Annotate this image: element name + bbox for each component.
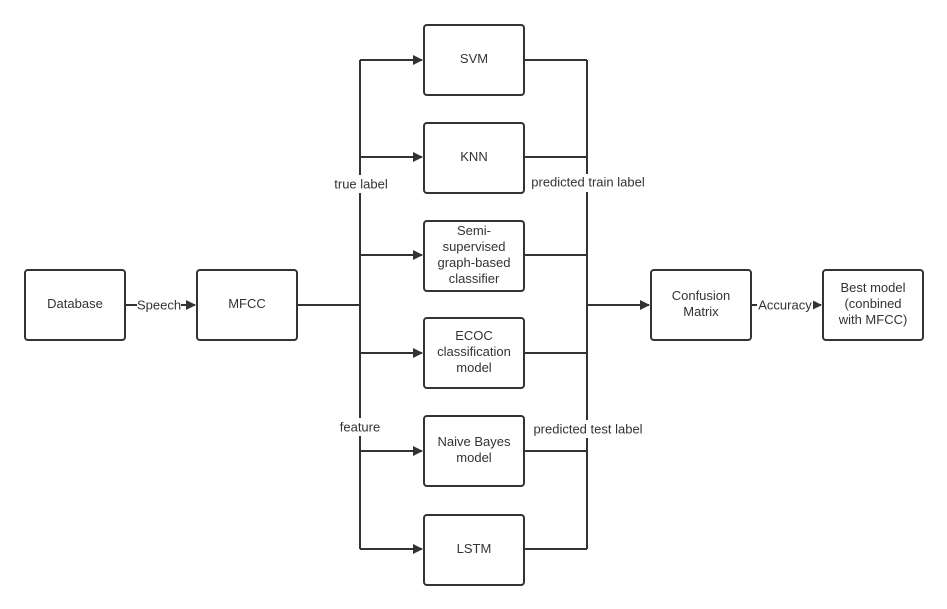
node-knn: KNN bbox=[423, 122, 525, 194]
label-feature: feature bbox=[340, 419, 380, 434]
label-predicted-train: predicted train label bbox=[531, 174, 645, 189]
node-mfcc-label: MFCC bbox=[228, 296, 266, 311]
node-label-line: Matrix bbox=[683, 304, 719, 319]
label-accuracy: Accuracy bbox=[758, 297, 812, 312]
node-database: Database bbox=[24, 269, 126, 341]
node-svm-label: SVM bbox=[460, 51, 488, 66]
node-label-line: MFCC bbox=[228, 296, 266, 311]
node-label-line: SVM bbox=[460, 51, 488, 66]
node-label-line: graph-based bbox=[438, 255, 511, 270]
node-label-line: Naive Bayes bbox=[438, 434, 511, 449]
node-label-line: Semi- bbox=[457, 223, 491, 238]
node-label-line: classifier bbox=[449, 271, 500, 286]
node-label-line: model bbox=[456, 360, 492, 375]
node-knn-label: KNN bbox=[460, 149, 487, 164]
node-label-line: LSTM bbox=[457, 541, 492, 556]
label-predicted-test: predicted test label bbox=[533, 421, 642, 436]
node-label-line: supervised bbox=[443, 239, 506, 254]
node-mfcc: MFCC bbox=[196, 269, 298, 341]
node-label-line: Confusion bbox=[672, 288, 731, 303]
node-label-line: Database bbox=[47, 296, 103, 311]
node-label-line: with MFCC) bbox=[838, 312, 908, 327]
label-true-label: true label bbox=[334, 176, 388, 191]
label-speech: Speech bbox=[137, 297, 181, 312]
node-label-line: Best model bbox=[840, 280, 905, 295]
edge-labels: Speech Accuracy true label feature predi… bbox=[137, 174, 813, 438]
node-label-line: ECOC bbox=[455, 328, 493, 343]
node-lstm: LSTM bbox=[423, 514, 525, 586]
node-database-label: Database bbox=[47, 296, 103, 311]
node-label-line: KNN bbox=[460, 149, 487, 164]
node-label-line: model bbox=[456, 450, 492, 465]
node-label-line: (conbined bbox=[844, 296, 901, 311]
node-lstm-label: LSTM bbox=[457, 541, 492, 556]
node-label-line: classification bbox=[437, 344, 511, 359]
node-svm: SVM bbox=[423, 24, 525, 96]
